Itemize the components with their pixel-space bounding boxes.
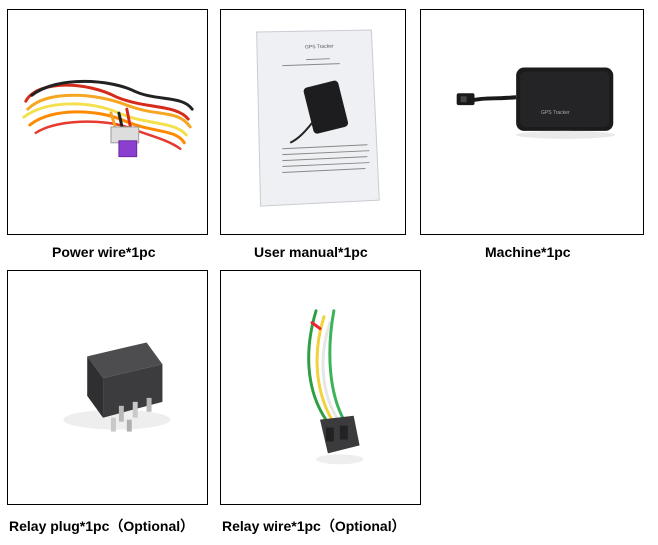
- item-label-relay-plug: Relay plug*1pc（Optional）: [9, 518, 195, 534]
- relay-plug-image: [63, 342, 171, 432]
- item-label-power-wire: Power wire*1pc: [52, 244, 156, 260]
- gps-tracker-device-image: [456, 67, 616, 139]
- product-card-power-wire: [7, 9, 208, 235]
- item-label-machine: Machine*1pc: [485, 244, 571, 260]
- user-manual-title-text: GPS Tracker: [304, 43, 334, 51]
- gps-tracker-device-text: GPS Tracker: [541, 110, 570, 116]
- item-label-user-manual: User manual*1pc: [254, 244, 368, 260]
- manual-device-illustration: [289, 80, 349, 144]
- power-wire-image: [22, 80, 194, 158]
- product-card-machine: GPS Tracker: [420, 9, 644, 235]
- product-card-relay-plug: [7, 270, 208, 505]
- user-manual-image: [256, 29, 380, 207]
- item-label-relay-wire: Relay wire*1pc（Optional）: [222, 518, 406, 534]
- product-card-user-manual: GPS Tracker: [220, 9, 406, 235]
- product-card-relay-wire: [220, 270, 421, 505]
- relay-wire-image: [307, 309, 364, 465]
